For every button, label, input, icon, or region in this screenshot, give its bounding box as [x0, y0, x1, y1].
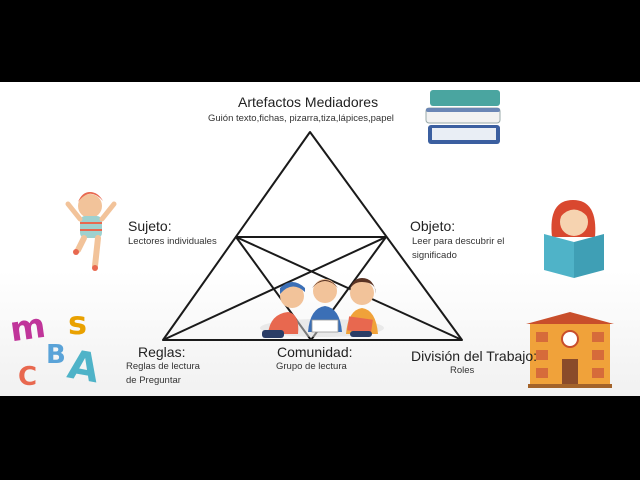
letter-m: m — [7, 305, 49, 351]
object-node-detail-line-1: Leer para descubrir el — [412, 236, 505, 247]
top-node-title: Artefactos Mediadores — [238, 94, 379, 110]
letter-s: s — [68, 304, 88, 342]
rules-node-detail-line-1: Reglas de lectura — [126, 361, 200, 372]
object-node-detail-line-2: significado — [412, 250, 457, 261]
slide: m s B C A Artefactos Mediadores Guión te… — [0, 82, 640, 396]
school-building-illustration — [526, 312, 614, 388]
letter-b: B — [46, 340, 66, 370]
line-subject-division — [235, 236, 463, 341]
books-stack-illustration — [425, 90, 501, 144]
subject-node-detail: Lectores individuales — [128, 236, 217, 247]
subject-node-title: Sujeto: — [128, 218, 172, 234]
rules-node-detail-line-2: de Preguntar — [126, 375, 181, 386]
community-node-detail: Grupo de lectura — [276, 361, 347, 372]
division-node-title: División del Trabajo: — [411, 348, 538, 364]
community-node-title: Comunidad: — [277, 344, 353, 360]
baby-illustration — [65, 192, 117, 271]
children-reading-illustration — [260, 278, 384, 338]
line-object-rules — [162, 236, 387, 341]
girl-reading-illustration — [544, 200, 604, 278]
rules-node-title: Reglas: — [138, 344, 186, 360]
top-node-detail: Guión texto,fichas, pizarra,tiza,lápices… — [208, 113, 394, 124]
division-node-detail: Roles — [450, 365, 475, 376]
letter-c: C — [18, 362, 38, 392]
object-node-title: Objeto: — [410, 218, 456, 234]
activity-triangle-diagram — [65, 90, 614, 388]
